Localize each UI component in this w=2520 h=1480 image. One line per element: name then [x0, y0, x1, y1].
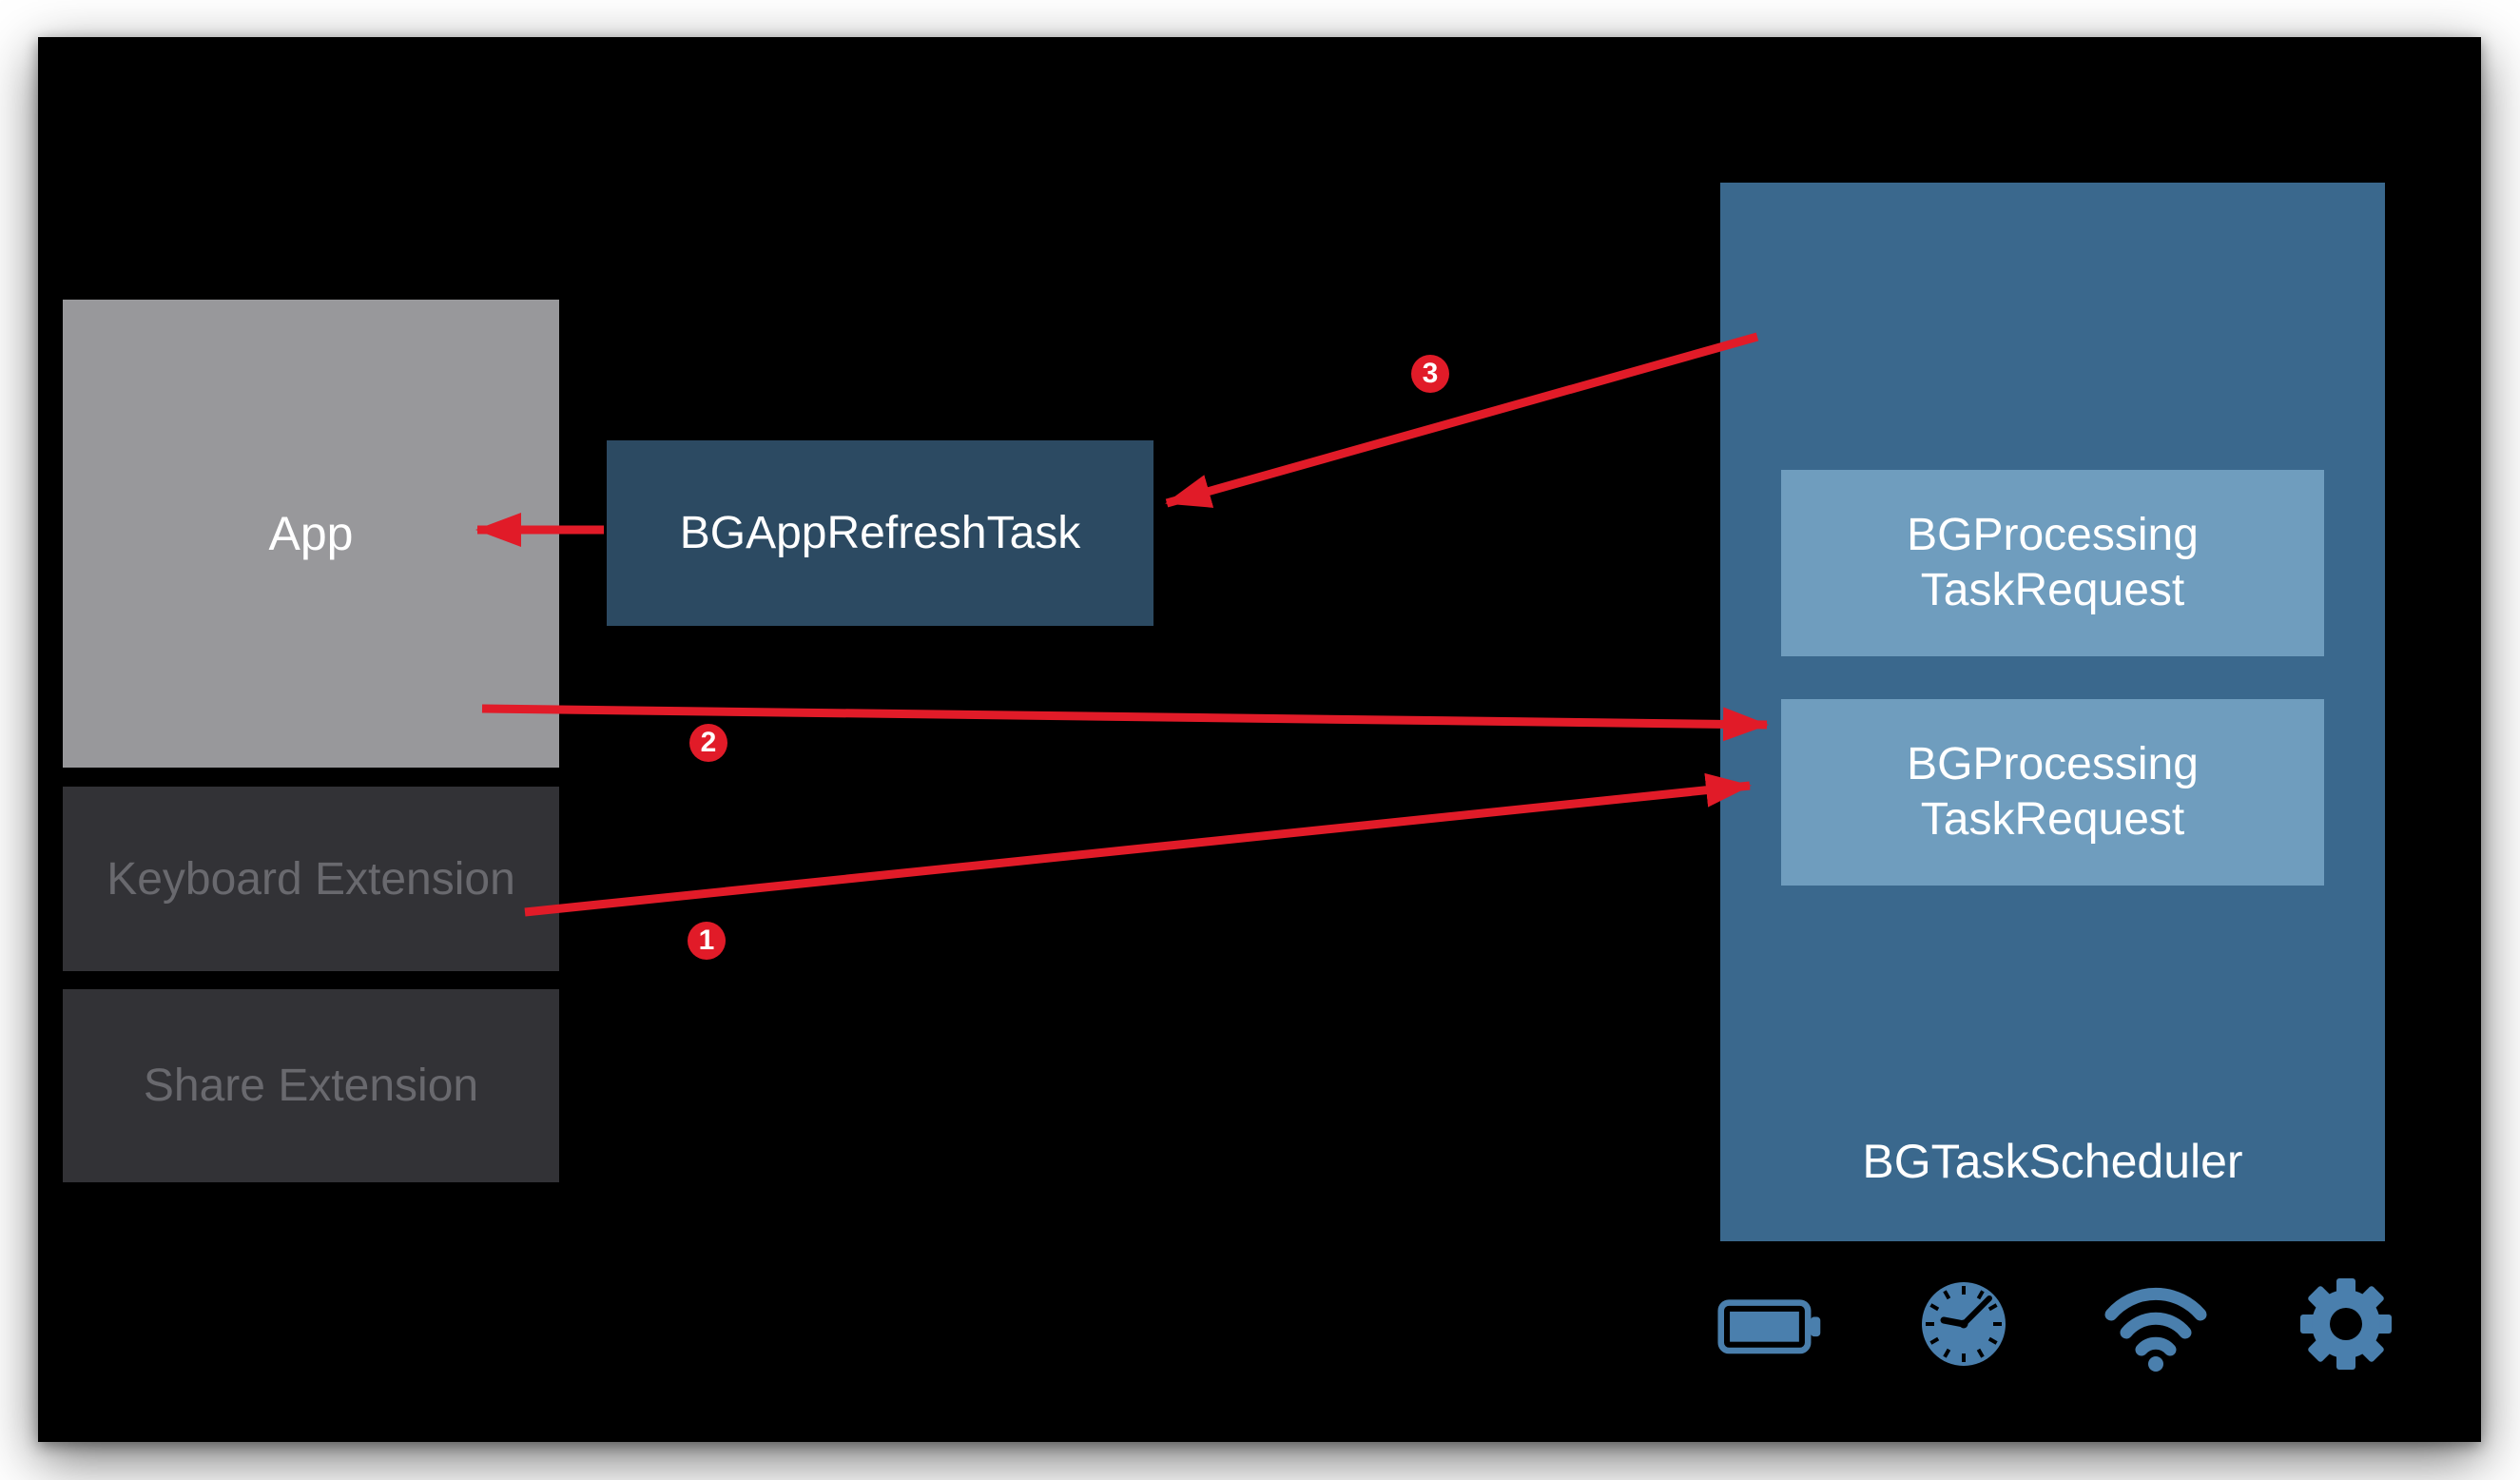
- app-box-label: App: [268, 507, 354, 560]
- request-1-line-2: TaskRequest: [1920, 565, 2185, 615]
- bg-task-scheduler-panel: BGProcessing TaskRequest BGProcessing Ta…: [1720, 183, 2385, 1241]
- app-box: App: [63, 300, 559, 768]
- bg-app-refresh-task-box: BGAppRefreshTask: [607, 440, 1153, 626]
- arrow-step-1: [524, 772, 1752, 917]
- bg-task-scheduler-title: BGTaskScheduler: [1862, 1135, 2243, 1188]
- slide: App Keyboard Extension Share Extension B…: [38, 37, 2481, 1442]
- request-1-line-1: BGProcessing: [1907, 510, 2199, 560]
- wifi-icon: [2100, 1274, 2212, 1374]
- battery-icon: [1717, 1274, 1824, 1374]
- arrow-step-2: [481, 704, 1769, 742]
- arrow-step-3: [1165, 332, 1759, 508]
- step-badge-2: 2: [689, 724, 727, 762]
- keyboard-extension-label: Keyboard Extension: [107, 853, 515, 905]
- share-extension-label: Share Extension: [143, 1061, 479, 1111]
- gear-icon: [2297, 1274, 2395, 1374]
- bg-app-refresh-task-label: BGAppRefreshTask: [679, 508, 1081, 558]
- share-extension-box: Share Extension: [63, 989, 559, 1182]
- step-badge-1: 1: [688, 922, 726, 960]
- step-badge-3: 3: [1411, 355, 1449, 393]
- bg-processing-task-request-box-1: BGProcessing TaskRequest: [1781, 470, 2324, 656]
- clock-icon: [1913, 1274, 2014, 1374]
- request-2-line-2: TaskRequest: [1920, 794, 2185, 845]
- request-2-line-1: BGProcessing: [1907, 739, 2199, 789]
- keyboard-extension-box: Keyboard Extension: [63, 787, 559, 971]
- bg-processing-task-request-box-2: BGProcessing TaskRequest: [1781, 699, 2324, 886]
